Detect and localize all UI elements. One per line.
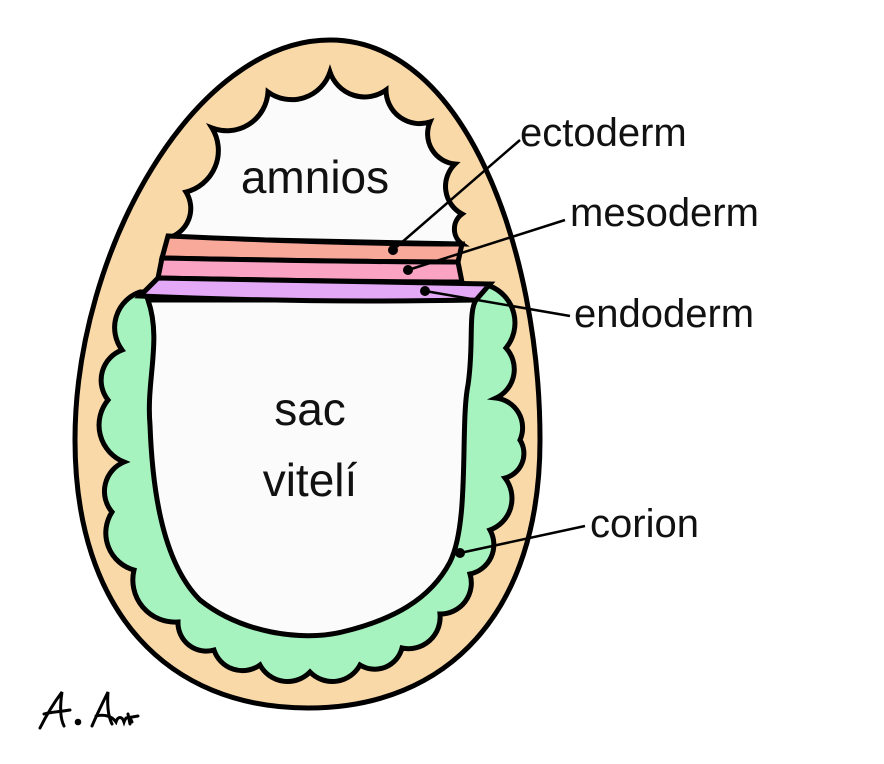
ectoderm-dot bbox=[388, 245, 398, 255]
mesoderm-leader bbox=[407, 218, 566, 272]
label-mesoderm: mesoderm bbox=[570, 191, 759, 235]
endoderm-layer bbox=[134, 275, 496, 304]
endoderm-dot bbox=[420, 286, 430, 296]
mesoderm-dot bbox=[403, 265, 413, 275]
label-ectoderm: ectoderm bbox=[520, 111, 687, 155]
leader-lines bbox=[392, 139, 586, 555]
yolk-sac-cavity bbox=[144, 297, 481, 639]
label-endoderm: endoderm bbox=[574, 292, 754, 336]
amnios-cavity bbox=[167, 64, 470, 247]
signature bbox=[38, 691, 140, 730]
label-sac: sac bbox=[274, 383, 346, 435]
label-corion: corion bbox=[590, 502, 699, 546]
ectoderm-leader bbox=[392, 139, 521, 251]
endoderm-leader bbox=[424, 289, 571, 318]
corion-dot bbox=[455, 548, 465, 558]
label-viteli: vitelí bbox=[263, 454, 358, 506]
label-amnios: amnios bbox=[241, 151, 389, 203]
corion-leader bbox=[459, 524, 586, 555]
